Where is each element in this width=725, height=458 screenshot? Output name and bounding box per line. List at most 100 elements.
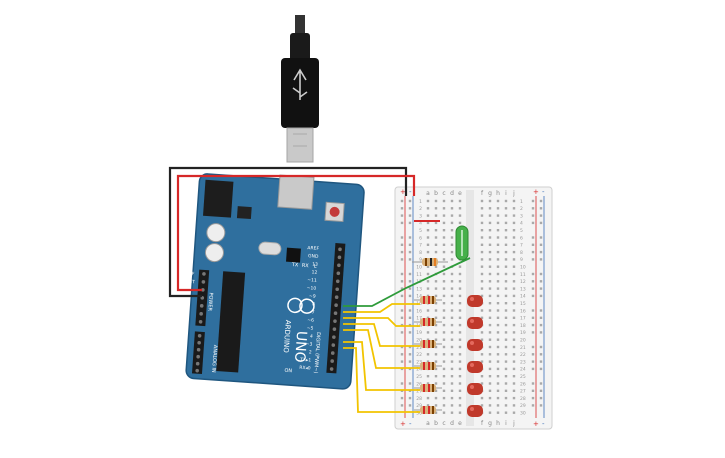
breadboard-hole[interactable] (450, 199, 454, 203)
breadboard-hole[interactable] (450, 338, 454, 341)
breadboard-hole[interactable] (442, 375, 446, 378)
breadboard-hole[interactable] (504, 323, 508, 327)
breadboard-hole[interactable] (434, 243, 438, 246)
breadboard-hole[interactable] (488, 375, 492, 378)
rail-hole[interactable] (531, 207, 535, 210)
breadboard-hole[interactable] (450, 411, 454, 414)
rail-hole[interactable] (400, 382, 404, 385)
rail-hole[interactable] (400, 345, 404, 349)
breadboard-hole[interactable] (442, 302, 446, 305)
header-pin[interactable] (334, 303, 338, 308)
breadboard-hole[interactable] (426, 243, 430, 246)
header-pin[interactable] (334, 295, 339, 300)
rail-hole[interactable] (408, 382, 412, 385)
breadboard-hole[interactable] (450, 331, 454, 334)
breadboard-hole[interactable] (480, 382, 484, 385)
resistor-led[interactable] (414, 362, 442, 370)
rail-hole[interactable] (539, 323, 543, 327)
breadboard-hole[interactable] (450, 353, 454, 356)
wire-yellow-led5[interactable] (343, 341, 420, 391)
breadboard-hole[interactable] (426, 353, 430, 356)
breadboard-hole[interactable] (442, 265, 446, 268)
header-pin[interactable] (335, 287, 340, 292)
breadboard-hole[interactable] (442, 199, 446, 203)
breadboard-hole[interactable] (442, 338, 446, 341)
breadboard-hole[interactable] (504, 382, 508, 385)
breadboard-hole[interactable] (458, 323, 462, 327)
breadboard-hole[interactable] (504, 389, 508, 392)
rail-hole[interactable] (408, 243, 412, 246)
breadboard-hole[interactable] (512, 316, 516, 319)
breadboard-hole[interactable] (504, 265, 508, 268)
header-pin[interactable] (332, 335, 336, 339)
breadboard-hole[interactable] (480, 221, 484, 225)
breadboard-hole[interactable] (504, 345, 508, 349)
breadboard-hole[interactable] (496, 396, 500, 400)
breadboard-hole[interactable] (458, 338, 462, 341)
header-pin[interactable] (195, 361, 200, 366)
rail-hole[interactable] (400, 199, 404, 203)
breadboard-hole[interactable] (442, 229, 446, 232)
breadboard-hole[interactable] (434, 250, 438, 254)
resistor-led[interactable] (414, 406, 442, 414)
breadboard-hole[interactable] (488, 258, 492, 261)
breadboard-hole[interactable] (480, 316, 484, 319)
breadboard-hole[interactable] (488, 287, 492, 290)
breadboard-hole[interactable] (512, 250, 516, 254)
breadboard-hole[interactable] (450, 360, 454, 363)
breadboard-hole[interactable] (512, 382, 516, 385)
breadboard-hole[interactable] (426, 331, 430, 334)
header-pin[interactable] (196, 354, 200, 359)
breadboard-hole[interactable] (426, 287, 430, 290)
breadboard-hole[interactable] (450, 229, 454, 232)
breadboard-hole[interactable] (434, 389, 438, 392)
rail-hole[interactable] (539, 250, 543, 254)
breadboard-hole[interactable] (434, 287, 438, 290)
breadboard-hole[interactable] (450, 221, 454, 225)
breadboard-hole[interactable] (496, 345, 500, 349)
rail-hole[interactable] (408, 272, 412, 276)
resistor-led[interactable] (414, 384, 442, 392)
breadboard-hole[interactable] (504, 199, 508, 203)
header-pin[interactable] (197, 333, 202, 338)
breadboard-hole[interactable] (426, 199, 430, 203)
rail-hole[interactable] (408, 207, 412, 210)
header-pin[interactable] (331, 343, 336, 347)
wire-red-5v[interactable] (176, 174, 416, 292)
breadboard-hole[interactable] (434, 338, 438, 341)
breadboard-hole[interactable] (442, 243, 446, 246)
breadboard-hole[interactable] (442, 396, 446, 400)
rail-hole[interactable] (400, 258, 404, 261)
breadboard-hole[interactable] (488, 323, 492, 327)
breadboard-hole[interactable] (480, 360, 484, 363)
breadboard-hole[interactable] (426, 272, 430, 276)
rail-hole[interactable] (531, 353, 535, 356)
breadboard-hole[interactable] (458, 294, 462, 298)
breadboard-hole[interactable] (496, 280, 500, 283)
breadboard-hole[interactable] (458, 265, 462, 268)
breadboard-hole[interactable] (496, 331, 500, 334)
rail-hole[interactable] (531, 236, 535, 239)
breadboard-hole[interactable] (504, 214, 508, 217)
header-pin[interactable] (337, 255, 342, 260)
breadboard-hole[interactable] (426, 229, 430, 232)
rail-hole[interactable] (400, 243, 404, 246)
breadboard-hole[interactable] (496, 316, 500, 319)
breadboard-hole[interactable] (458, 302, 462, 305)
breadboard-hole[interactable] (458, 331, 462, 334)
rail-hole[interactable] (539, 360, 543, 363)
breadboard-hole[interactable] (426, 396, 430, 400)
breadboard-hole[interactable] (480, 199, 484, 203)
rail-hole[interactable] (539, 258, 543, 261)
breadboard-hole[interactable] (496, 287, 500, 290)
rail-hole[interactable] (539, 404, 543, 407)
breadboard-hole[interactable] (496, 302, 500, 305)
rail-hole[interactable] (531, 272, 535, 276)
led-red[interactable] (467, 339, 483, 351)
led-red[interactable] (467, 405, 483, 417)
rail-hole[interactable] (408, 331, 412, 334)
breadboard-hole[interactable] (488, 404, 492, 407)
breadboard-hole[interactable] (434, 367, 438, 371)
breadboard-hole[interactable] (426, 294, 430, 298)
rail-hole[interactable] (400, 214, 404, 217)
